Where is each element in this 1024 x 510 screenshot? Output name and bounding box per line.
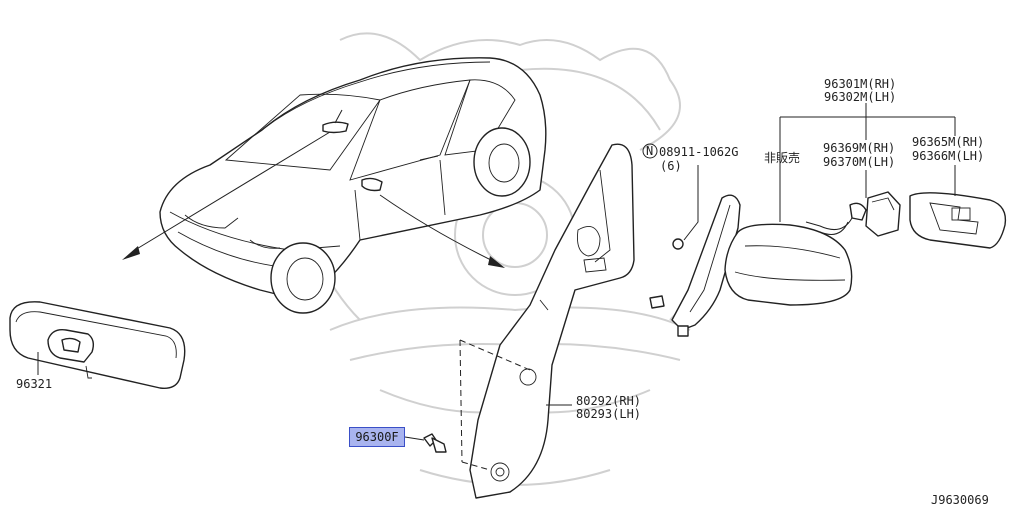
inside-mirror-part [9, 301, 186, 389]
mirror-base-part [649, 194, 741, 337]
label-96365m: 96365M(RH) [912, 135, 984, 149]
car-illustration [159, 57, 547, 314]
mirror-motor-part [805, 191, 901, 237]
label-96301m: 96301M(RH) [824, 77, 896, 91]
label-96321: 96321 [16, 377, 52, 391]
label-96366m: 96366M(LH) [912, 149, 984, 163]
callout-arrows [122, 131, 505, 268]
nut-marker-letter: N [646, 144, 653, 158]
mirror-glass-part [909, 192, 1007, 249]
finisher-part [469, 143, 635, 499]
label-80293: 80293(LH) [576, 407, 641, 421]
label-96302m: 96302M(LH) [824, 90, 896, 104]
alignment-lines [459, 339, 531, 471]
label-96369m: 96369M(RH) [823, 141, 895, 155]
screw-part [404, 433, 447, 453]
part-labels: 96301M(RH) 96302M(LH) 非販売 96365M(RH) 963… [16, 77, 989, 507]
highlighted-part-box[interactable] [349, 427, 405, 447]
diagram-id: J9630069 [931, 493, 989, 507]
nut-marker-circle [642, 143, 658, 159]
mirror-housing-part [724, 223, 853, 306]
label-nut-qty: (6) [660, 159, 682, 173]
label-80292: 80292(RH) [576, 394, 641, 408]
leader-lines [546, 103, 956, 406]
highlighted-part-label[interactable]: 96300F [355, 430, 399, 444]
label-96370m: 96370M(LH) [823, 155, 895, 169]
label-not-for-sale: 非販売 [764, 150, 800, 165]
label-08911-1062g: 08911-1062G [659, 145, 738, 159]
